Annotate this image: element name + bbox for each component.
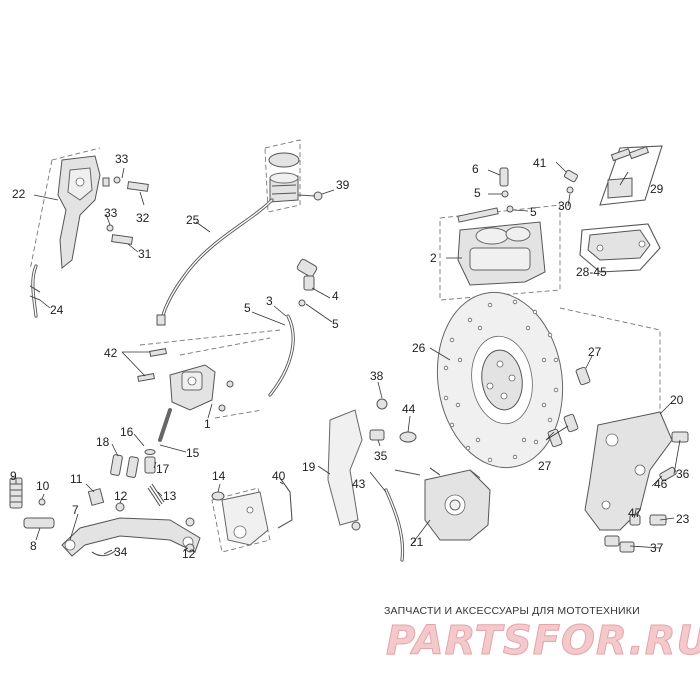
callout-39: 39 (336, 178, 350, 192)
callout-5-upper: 5 (474, 186, 481, 200)
callout-12-top: 12 (114, 489, 128, 503)
callout-19: 19 (302, 460, 316, 474)
callout-27-top: 27 (588, 345, 602, 359)
callout-2: 2 (430, 251, 437, 265)
rear-brake-pedal-assembly (9, 477, 201, 557)
callout-22: 22 (12, 187, 26, 201)
callout-41: 41 (533, 156, 547, 170)
callout-5-mid: 5 (332, 317, 339, 331)
callout-12-bottom: 12 (182, 547, 196, 561)
callout-5-right: 5 (530, 205, 537, 219)
hose-guide-plate (327, 398, 417, 531)
disc-screws (547, 307, 661, 448)
callout-17: 17 (156, 462, 170, 476)
caliper-bracket-assembly (584, 411, 689, 553)
footer-caption: ЗАПЧАСТИ И АКСЕССУАРЫ ДЛЯ МОТОТЕХНИКИ (384, 605, 640, 617)
callout-6: 6 (472, 162, 479, 176)
callout-35: 35 (374, 449, 388, 463)
callout-7: 7 (72, 503, 79, 517)
callout-23: 23 (676, 512, 690, 526)
callout-43: 43 (352, 477, 366, 491)
callout-44: 44 (402, 402, 416, 416)
callout-25: 25 (186, 213, 200, 227)
callout-1: 1 (204, 417, 211, 431)
brand-watermark: PARTSFOR.RU (385, 618, 700, 665)
callout-15: 15 (186, 446, 200, 460)
callout-38: 38 (370, 369, 384, 383)
pedal-bracket-assembly (211, 477, 293, 553)
callout-26: 26 (412, 341, 426, 355)
callout-10: 10 (36, 479, 50, 493)
callout-3: 3 (266, 294, 273, 308)
front-caliper-assembly (439, 167, 561, 301)
rear-caliper-assembly (384, 467, 491, 562)
callout-34: 34 (114, 545, 128, 559)
callout-16: 16 (120, 425, 134, 439)
brake-pads-group (564, 145, 663, 273)
callout-47: 47 (628, 506, 642, 520)
callout-labels: 22 33 32 33 31 24 25 39 42 1 15 16 17 18… (10, 152, 690, 561)
callout-33-bottom: 33 (104, 206, 118, 220)
callout-21: 21 (410, 535, 424, 549)
callout-30: 30 (558, 199, 572, 213)
callout-18: 18 (96, 435, 110, 449)
callout-40: 40 (272, 469, 286, 483)
callout-8: 8 (30, 539, 37, 553)
rear-master-cylinder-assembly (110, 337, 271, 478)
front-brake-lever-assembly (29, 147, 149, 318)
leader-lines (15, 161, 681, 555)
callout-32: 32 (136, 211, 150, 225)
callout-31: 31 (138, 247, 152, 261)
callout-36: 36 (676, 467, 690, 481)
callout-11: 11 (70, 472, 83, 486)
callout-37: 37 (650, 541, 664, 555)
callout-33-top: 33 (115, 152, 129, 166)
callout-29: 29 (650, 182, 664, 196)
callout-5-left: 5 (244, 301, 251, 315)
callout-20: 20 (670, 393, 684, 407)
callout-24: 24 (50, 303, 64, 317)
brake-disc (436, 291, 564, 469)
callout-4: 4 (332, 289, 339, 303)
rear-reservoir-assembly (156, 139, 335, 326)
callout-14: 14 (212, 469, 226, 483)
callout-13: 13 (163, 489, 177, 503)
rear-brake-hose (139, 258, 318, 397)
callout-9: 9 (10, 469, 17, 483)
callout-46: 46 (654, 477, 668, 491)
callout-28-45: 28-45 (576, 265, 607, 279)
callout-42: 42 (104, 346, 118, 360)
callout-27-bottom: 27 (538, 459, 552, 473)
